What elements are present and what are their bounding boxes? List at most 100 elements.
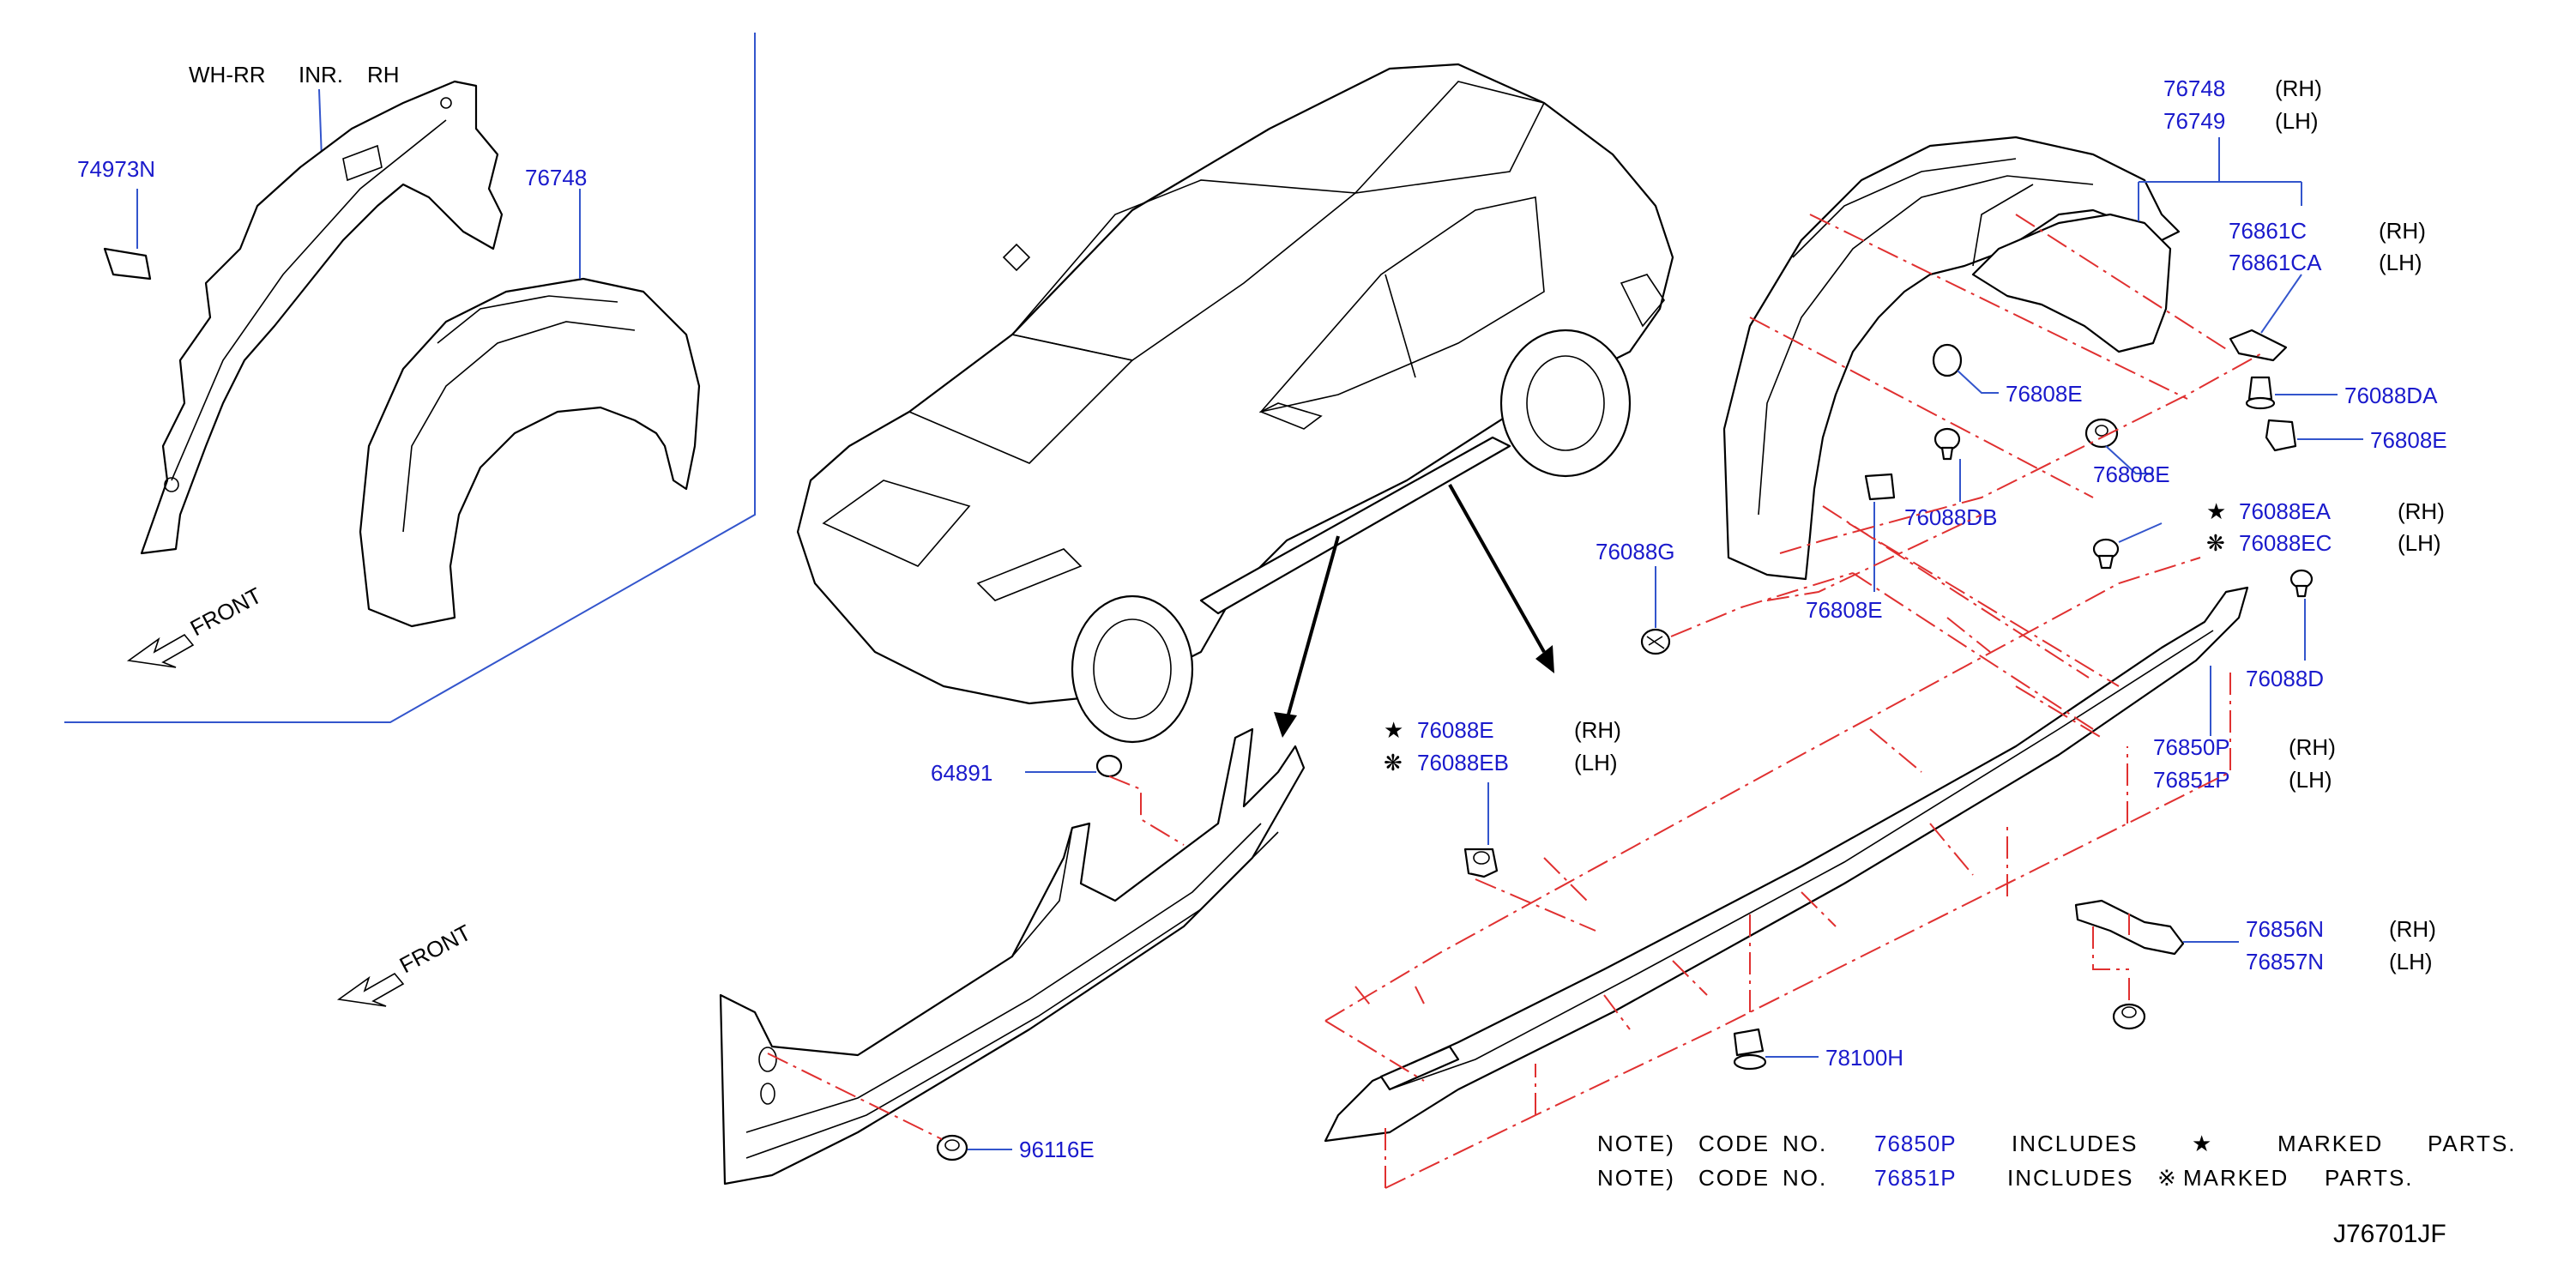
note-2-code: CODE [1698, 1165, 1770, 1191]
label-76850p[interactable]: 76850P [2153, 734, 2230, 760]
leader-76808e-c [2105, 445, 2153, 474]
note-1-no: NO. [1783, 1131, 1827, 1156]
note-2-parts: PARTS. [2325, 1165, 2414, 1191]
clip-76808e-b-part [2265, 419, 2297, 452]
clip-76808e-d-part [1864, 473, 1896, 501]
mark-flower-76088eb: ❋ [1384, 750, 1403, 775]
label-76808e-a[interactable]: 76808E [2006, 381, 2083, 407]
leader-76808e-a [1957, 370, 1999, 394]
label-76808e-c[interactable]: 76808E [2093, 462, 2170, 487]
wheel-house-inner-panel [140, 80, 504, 555]
clip-76861c-part [2229, 329, 2288, 362]
note-2-lead: NOTE) [1597, 1165, 1675, 1191]
note-1-parts: PARTS. [2428, 1131, 2517, 1156]
label-76088eb-side: (LH) [1574, 750, 1618, 775]
label-76861c-side: (RH) [2379, 218, 2426, 244]
mark-star-76088ea: ★ [2206, 498, 2226, 524]
inset-caption-inr: INR. [299, 62, 343, 87]
note-row-2: NOTE) CODE NO. 76851P INCLUDES ※ MARKED … [1597, 1165, 2414, 1191]
label-76857n[interactable]: 76857N [2246, 949, 2324, 974]
inset-caption-rh: RH [367, 62, 400, 87]
clip-76808e-a-part [1932, 343, 1963, 377]
clip-76088da-part [2245, 376, 2276, 410]
label-76088eb[interactable]: 76088EB [1417, 750, 1509, 775]
note-1-lead: NOTE) [1597, 1131, 1675, 1156]
installation-phantom-lines [1324, 214, 2265, 1189]
mark-star-76088e: ★ [1384, 717, 1403, 743]
label-76857n-side: (LH) [2389, 949, 2433, 974]
inset-frame [64, 33, 756, 723]
note-1-code: CODE [1698, 1131, 1770, 1156]
clip-76088g-part [1640, 628, 1671, 655]
label-76088g[interactable]: 76088G [1596, 539, 1675, 564]
note-2-part[interactable]: 76851P [1874, 1165, 1957, 1191]
label-76856n-side: (RH) [2389, 916, 2436, 942]
clip-76088db-part [1934, 427, 1961, 461]
front-label-inset: FRONT [186, 582, 266, 642]
callout-arrow-sill [1274, 535, 1340, 738]
clip-74973n-part [103, 247, 152, 281]
note-1-star: ★ [2192, 1131, 2211, 1156]
label-96116e[interactable]: 96116E [1019, 1137, 1095, 1162]
front-arrow-inset [126, 633, 195, 668]
clip-76088ea-part [2092, 538, 2120, 570]
note-2-asterisk: ※ [2157, 1165, 2176, 1191]
label-76851p-side: (LH) [2289, 767, 2332, 793]
leader-76861c [2260, 274, 2302, 334]
fender-liner-main [1722, 136, 2181, 581]
label-74973n[interactable]: 74973N [77, 156, 155, 182]
label-76861ca[interactable]: 76861CA [2229, 250, 2322, 275]
mark-flower-76088ec: ❋ [2206, 530, 2225, 556]
clip-78100h-part [1733, 1028, 1767, 1071]
sill-garnish [1324, 586, 2249, 1143]
label-78100h[interactable]: 78100H [1825, 1045, 1903, 1071]
cap-64891-part [1095, 754, 1123, 778]
label-76749[interactable]: 76749 [2163, 108, 2225, 134]
label-76856n[interactable]: 76856N [2246, 916, 2324, 942]
label-76808e-b[interactable]: 76808E [2370, 427, 2447, 453]
note-1-part[interactable]: 76850P [1874, 1131, 1957, 1156]
label-76088ea-side: (RH) [2398, 498, 2445, 524]
note-2-includes: INCLUDES [2007, 1165, 2133, 1191]
label-76749-side: (LH) [2275, 108, 2319, 134]
note-1-marked: MARKED [2277, 1131, 2383, 1156]
inset-caption-leader [318, 88, 323, 160]
label-76808e-d[interactable]: 76808E [1806, 597, 1883, 623]
fender-liner-inset [359, 277, 701, 628]
body-side-sill [719, 727, 1306, 1186]
clip-76088e-part [1463, 848, 1499, 878]
label-76088e[interactable]: 76088E [1417, 717, 1494, 743]
label-76088ea[interactable]: 76088EA [2239, 498, 2332, 524]
label-76850p-side: (RH) [2289, 734, 2336, 760]
red-leader-64891 [1108, 775, 1185, 846]
note-2-marked: MARKED [2183, 1165, 2289, 1191]
label-76088e-side: (RH) [1574, 717, 1621, 743]
label-76851p[interactable]: 76851P [2153, 767, 2230, 793]
inset-caption-wh-rr: WH-RR [189, 62, 266, 87]
leader-76088ea [2118, 522, 2163, 543]
clip-76808e-c-part [2084, 418, 2119, 449]
vehicle-outline [796, 63, 1674, 744]
label-64891[interactable]: 64891 [931, 760, 992, 786]
label-76861ca-side: (LH) [2379, 250, 2422, 275]
label-76748-inset[interactable]: 76748 [525, 165, 587, 190]
note-2-no: NO. [1783, 1165, 1827, 1191]
note-row-1: NOTE) CODE NO. 76850P INCLUDES ★ MARKED … [1597, 1131, 2517, 1156]
label-76088db[interactable]: 76088DB [1904, 504, 1997, 530]
callout-arrow-garnish [1448, 484, 1554, 673]
label-76088da[interactable]: 76088DA [2344, 383, 2438, 408]
clip-76088d-part [2289, 569, 2314, 598]
leader-76748-76749 [2138, 137, 2302, 221]
front-arrow-main [336, 972, 405, 1007]
grommet-96116e-part [936, 1134, 968, 1161]
label-76748[interactable]: 76748 [2163, 75, 2225, 101]
label-76088ec[interactable]: 76088EC [2239, 530, 2332, 556]
label-76088ec-side: (LH) [2398, 530, 2441, 556]
label-76861c[interactable]: 76861C [2229, 218, 2307, 244]
diagram-code: J76701JF [2333, 1220, 2446, 1248]
red-leader-96116e [767, 1053, 943, 1140]
label-76748-side: (RH) [2275, 75, 2322, 101]
note-1-includes: INCLUDES [2012, 1131, 2138, 1156]
label-76088d[interactable]: 76088D [2246, 666, 2324, 691]
